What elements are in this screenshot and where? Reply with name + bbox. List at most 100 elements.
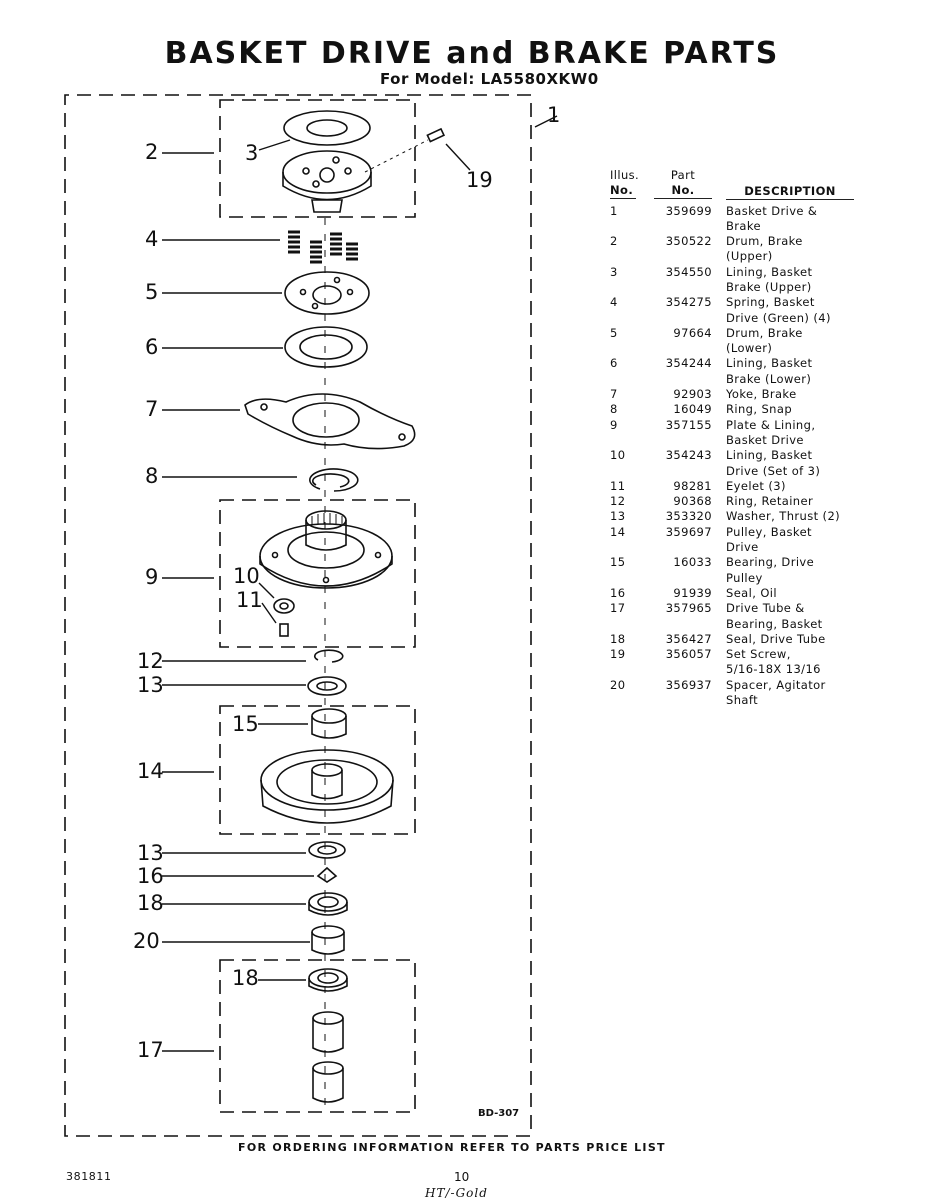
callout-15: 15 bbox=[232, 712, 259, 736]
table-header-row: Illus. No. Part No. DESCRIPTION bbox=[610, 168, 854, 200]
document-number: 381811 bbox=[66, 1170, 112, 1183]
springs bbox=[288, 230, 358, 264]
part-no-cell: 350522 bbox=[665, 234, 712, 249]
description-line: Pulley bbox=[726, 570, 763, 585]
assembly-frame bbox=[64, 94, 532, 1137]
description-line: Bearing, Drive bbox=[726, 555, 815, 570]
callout-17: 17 bbox=[137, 1038, 164, 1062]
illus-no-cell: 14 bbox=[610, 524, 626, 539]
description-cell: Ring, Snap bbox=[726, 402, 854, 417]
description-line: Seal, Oil bbox=[726, 585, 777, 600]
callout-14: 14 bbox=[137, 759, 164, 783]
illus-no-cell: 12 bbox=[610, 494, 626, 509]
description-line: Brake (Lower) bbox=[726, 371, 812, 386]
part-no-cell: 359697 bbox=[665, 524, 712, 539]
callout-1: 1 bbox=[547, 103, 561, 127]
part-no-cell: 357155 bbox=[665, 417, 712, 432]
description-line: Drive bbox=[726, 540, 759, 555]
illus-no-cell: 10 bbox=[610, 448, 626, 463]
part-no-cell: 357965 bbox=[665, 601, 712, 616]
header-part-no-label: No. bbox=[654, 183, 712, 199]
header-no-label: No. bbox=[610, 183, 636, 199]
description-line: Washer, Thrust (2) bbox=[726, 509, 841, 524]
part-no-cell: 92903 bbox=[673, 387, 712, 402]
description-line: Basket Drive & bbox=[726, 203, 818, 218]
group-box-pulley bbox=[219, 705, 416, 835]
handwritten-note: HT/-Gold bbox=[425, 1186, 488, 1200]
illus-no-cell: 16 bbox=[610, 585, 626, 600]
illus-no-cell: 18 bbox=[610, 631, 626, 646]
description-line: Ring, Retainer bbox=[726, 494, 814, 509]
description-line: (Lower) bbox=[726, 341, 773, 356]
callout-5: 5 bbox=[145, 280, 159, 304]
illus-no-cell: 15 bbox=[610, 555, 626, 570]
illus-no-cell: 9 bbox=[610, 417, 618, 432]
illus-no-cell: 7 bbox=[610, 387, 618, 402]
description-line: 5/16-18X 13/16 bbox=[726, 662, 821, 677]
callout-10: 10 bbox=[233, 564, 260, 588]
callout-18: 18 bbox=[137, 891, 164, 915]
callout-3: 3 bbox=[245, 141, 259, 165]
illus-no-cell: 1 bbox=[610, 203, 618, 218]
description-line: Ring, Snap bbox=[726, 402, 793, 417]
header-part-no: Part No. bbox=[654, 168, 726, 199]
part-no-cell: 91939 bbox=[673, 585, 712, 600]
header-description: DESCRIPTION bbox=[726, 168, 854, 200]
part-no-cell: 98281 bbox=[673, 478, 712, 493]
description-line: Drive Tube & bbox=[726, 601, 805, 616]
illus-no-cell: 5 bbox=[610, 325, 618, 340]
description-line: Brake bbox=[726, 218, 761, 233]
description-line: Pulley, Basket bbox=[726, 524, 812, 539]
description-line: Bearing, Basket bbox=[726, 616, 823, 631]
description-cell: Basket Drive &Brake bbox=[726, 204, 854, 235]
group-box-drive-plate bbox=[219, 499, 416, 648]
part-no-cell: 354243 bbox=[665, 448, 712, 463]
header-illus-label: Illus. bbox=[610, 168, 640, 182]
callout-11: 11 bbox=[236, 588, 263, 612]
description-line: Lining, Basket bbox=[726, 448, 813, 463]
illus-no-cell: 4 bbox=[610, 295, 618, 310]
part-no-cell: 97664 bbox=[673, 325, 712, 340]
part-no-cell: 353320 bbox=[665, 509, 712, 524]
callout-8: 8 bbox=[145, 464, 159, 488]
illus-no-cell: 2 bbox=[610, 234, 618, 249]
description-line: Set Screw, bbox=[726, 647, 791, 662]
description-line: Seal, Drive Tube bbox=[726, 631, 826, 646]
table-row: 12 90368 Ring, Retainer bbox=[610, 494, 854, 509]
callout-13-lower: 13 bbox=[137, 841, 164, 865]
callout-12: 12 bbox=[137, 649, 164, 673]
header-part-label: Part bbox=[670, 168, 696, 182]
description-line: Basket Drive bbox=[726, 432, 804, 447]
description-line: Yoke, Brake bbox=[726, 387, 797, 402]
part-no-cell: 356427 bbox=[665, 631, 712, 646]
group-box-upper-drum bbox=[219, 99, 416, 218]
callout-9: 9 bbox=[145, 565, 159, 589]
description-line: Spring, Basket bbox=[726, 295, 815, 310]
table-row: 7 92903 Yoke, Brake bbox=[610, 387, 854, 402]
callout-2: 2 bbox=[145, 140, 159, 164]
part-no-cell: 90368 bbox=[673, 494, 712, 509]
description-cell: Drive Tube &Bearing, Basket bbox=[726, 601, 854, 632]
description-line: Brake (Upper) bbox=[726, 279, 812, 294]
illus-no-cell: 19 bbox=[610, 647, 626, 662]
illus-no-cell: 20 bbox=[610, 677, 626, 692]
part-no-cell: 354244 bbox=[665, 356, 712, 371]
callout-13: 13 bbox=[137, 673, 164, 697]
